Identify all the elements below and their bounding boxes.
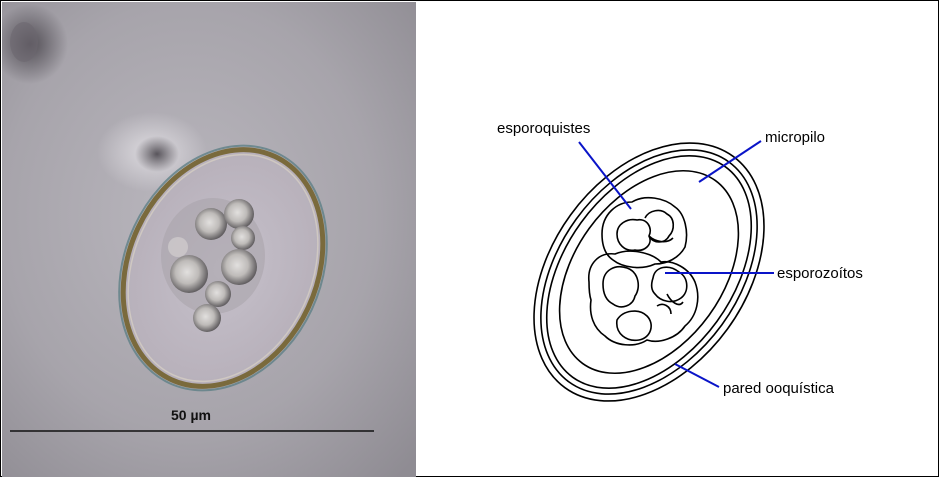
sporocyst-upper: [602, 198, 687, 268]
oocyst-diagram-panel: esporoquistes micropilo esporozoítos par…: [417, 2, 938, 477]
label-micropyle: micropilo: [765, 129, 825, 146]
oocyst-diagram: esporoquistes micropilo esporozoítos par…: [417, 2, 938, 477]
leader-sporocysts: [579, 142, 631, 209]
micrograph-image: 50 µm: [2, 2, 416, 477]
scale-bar-label: 50 µm: [171, 407, 211, 423]
label-oocyst-wall: pared ooquística: [723, 380, 835, 397]
label-sporozoites: esporozoítos: [777, 265, 863, 282]
micrograph-panel: 50 µm: [2, 2, 416, 477]
label-sporocysts: esporoquistes: [497, 120, 590, 137]
